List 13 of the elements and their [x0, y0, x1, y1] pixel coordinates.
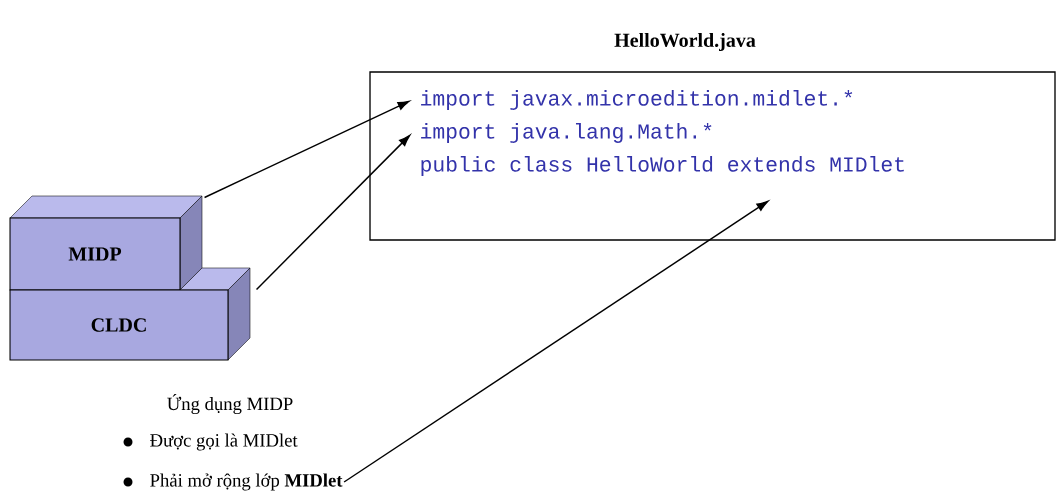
- code-line: public class HelloWorld extends MIDlet: [421, 156, 904, 176]
- file-name-heading: HelloWorld.java: [614, 32, 756, 52]
- code-line: import javax.microedition.midlet.*: [421, 90, 853, 110]
- arrow: [255, 134, 411, 291]
- bullet-text: Phải mở rộng lớp MIDlet: [150, 473, 343, 491]
- block-drawing: CLDC: [9, 267, 251, 361]
- arrow: [343, 200, 769, 483]
- arrow: [203, 100, 410, 199]
- code-box: [369, 71, 1056, 241]
- bullet-text: Được gọi là MIDlet: [150, 433, 298, 451]
- caption-heading: Ứng dụng MIDP: [167, 393, 293, 414]
- code-line: import java.lang.Math.*: [421, 123, 712, 143]
- block-drawing: MIDP: [9, 195, 203, 291]
